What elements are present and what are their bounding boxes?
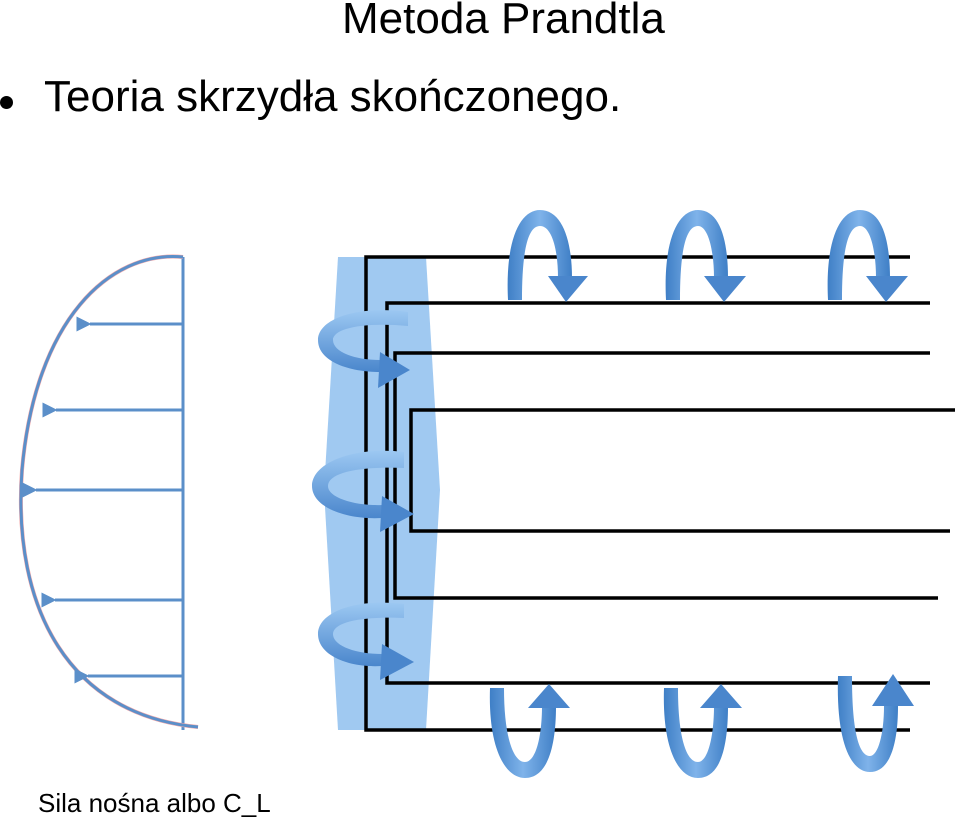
swirl-arrow-icon (507, 210, 588, 302)
lower-trailing-vortices (489, 674, 914, 778)
horseshoe-line-1 (364, 255, 910, 732)
swirl-arrow-icon (663, 684, 742, 778)
lift-caption: Sila nośna albo C_L (38, 788, 271, 818)
upper-trailing-vortices (507, 210, 908, 302)
swirl-arrow-icon (318, 602, 414, 680)
swirl-arrow-icon (312, 450, 414, 532)
swirl-arrow-icon (318, 310, 410, 388)
swirl-arrow-icon (827, 210, 908, 302)
swirl-arrow-icon (665, 210, 746, 302)
swirl-arrow-icon (837, 674, 914, 772)
lift-curve (19, 255, 199, 729)
swirl-arrow-icon (489, 684, 570, 778)
horseshoe-line-4 (409, 408, 955, 533)
bullet-text: Teoria skrzydła skończonego. (44, 72, 622, 121)
horseshoe-vortex-lines (364, 255, 955, 732)
horseshoe-line-2 (385, 301, 930, 685)
bullet-dot-icon (0, 96, 13, 109)
lift-curve-shadow (19, 254, 199, 729)
slide-title: Metoda Prandtla (342, 0, 665, 43)
horseshoe-line-3 (393, 351, 938, 600)
lift-distribution (19, 254, 199, 730)
bound-vortices (312, 310, 414, 680)
